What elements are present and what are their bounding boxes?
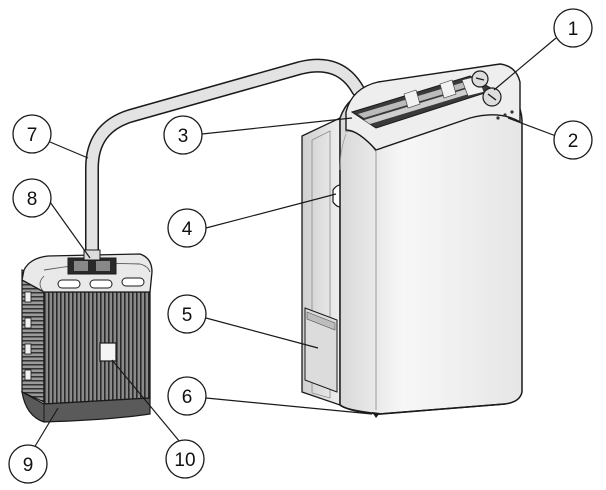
top-air-outlet	[350, 75, 496, 129]
callout-1-label: 1	[568, 19, 579, 40]
callout-5-label: 5	[182, 305, 193, 326]
outdoor-unit-label-plate	[99, 342, 117, 362]
callout-1: 1	[553, 8, 593, 48]
leader-line-9	[33, 407, 59, 449]
top-slot-middle	[89, 279, 113, 289]
callout-9: 9	[8, 444, 48, 484]
callout-7-label: 7	[27, 125, 38, 146]
leader-line-8	[49, 201, 91, 259]
hose-connector	[67, 249, 117, 275]
leader-line-7	[49, 141, 89, 159]
callout-8-label: 8	[27, 189, 38, 210]
callout-10-label: 10	[174, 450, 195, 471]
callout-4: 4	[167, 208, 207, 248]
leader-lines	[33, 37, 557, 449]
outdoor-unit	[21, 249, 153, 423]
callout-2-label: 2	[568, 131, 579, 152]
callout-6: 6	[167, 376, 207, 416]
callout-7: 7	[12, 114, 52, 154]
callout-8: 8	[12, 178, 52, 218]
indicator-light-2	[503, 113, 507, 117]
callout-2: 2	[553, 120, 593, 160]
callout-5: 5	[167, 294, 207, 334]
indoor-unit-base	[339, 403, 506, 415]
top-slot-left	[57, 279, 81, 289]
side-filter-panel	[304, 307, 338, 393]
leader-line-6	[205, 397, 373, 415]
callout-3: 3	[163, 115, 203, 155]
callout-3-label: 3	[178, 126, 189, 147]
control-panel	[471, 70, 514, 120]
leader-line-2	[507, 117, 557, 137]
callout-9-label: 9	[23, 455, 34, 476]
leader-line-3	[201, 117, 353, 135]
callout-6-label: 6	[182, 387, 193, 408]
leader-line-5	[205, 317, 319, 349]
callout-10: 10	[165, 439, 205, 479]
leader-line-1	[493, 37, 557, 91]
callouts: 1 2 3 4 5 6 7 8	[8, 8, 593, 484]
top-slot-right	[121, 277, 145, 287]
callout-4-label: 4	[182, 219, 193, 240]
indicator-light-3	[510, 110, 514, 114]
leader-line-10	[111, 359, 181, 443]
leader-line-4	[205, 193, 337, 229]
indoor-unit	[301, 63, 523, 418]
indicator-light-1	[496, 116, 500, 120]
connecting-hose	[85, 58, 365, 265]
